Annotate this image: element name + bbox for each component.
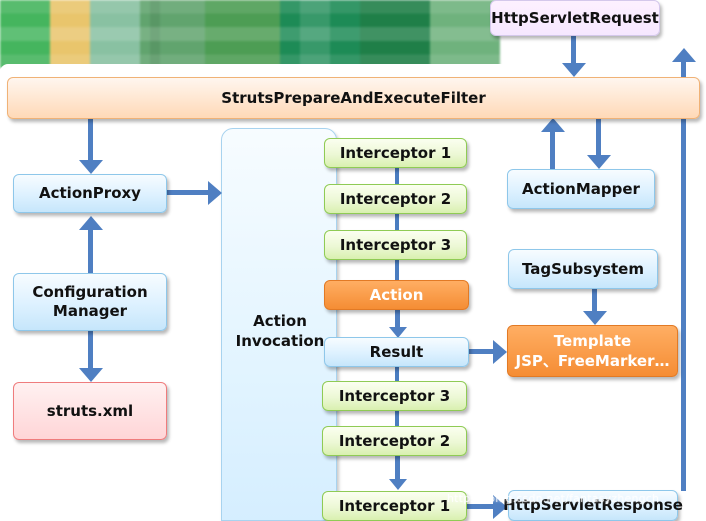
interceptor-2-top-box: Interceptor 2 <box>324 184 467 214</box>
request-to-filter-arrow <box>571 36 576 64</box>
configuration-manager-box: Configuration Manager <box>13 273 167 331</box>
interceptor-flow-lower-arrow <box>395 456 400 480</box>
interceptor-1-bottom-box: Interceptor 1 <box>322 491 467 521</box>
http-servlet-request-box: HttpServletRequest <box>490 0 660 36</box>
response-return-arrow <box>681 61 686 491</box>
action-proxy-to-invocation-arrow <box>167 190 210 195</box>
watermark-text: https://blog.csdn.net/fantasyzhengch <box>447 492 660 505</box>
configuration-to-action-proxy-arrow <box>88 229 93 273</box>
action-proxy-box: ActionProxy <box>13 174 167 213</box>
blurred-header-image <box>0 0 500 68</box>
result-box: Result <box>324 337 469 367</box>
interceptor-to-response-arrow <box>467 504 495 509</box>
tag-subsystem-box: TagSubsystem <box>508 249 658 289</box>
tagsubsystem-to-template-arrow <box>592 289 597 312</box>
struts-prepare-and-execute-filter-box: StrutsPrepareAndExecuteFilter <box>7 77 700 119</box>
configuration-to-struts-xml-arrow <box>88 331 93 369</box>
filter-to-action-proxy-arrow <box>88 119 93 161</box>
result-to-template-arrow <box>469 349 495 354</box>
template-box: Template JSP、FreeMarker… <box>507 325 678 377</box>
interceptor-1-top-box: Interceptor 1 <box>324 138 467 168</box>
action-mapper-box: ActionMapper <box>507 169 655 209</box>
filter-to-mapper-arrow <box>596 119 601 156</box>
action-to-result-arrow <box>395 310 400 328</box>
action-box: Action <box>324 280 469 310</box>
interceptor-3-top-box: Interceptor 3 <box>324 230 467 260</box>
interceptor-flow-line-bottom <box>395 367 399 460</box>
http-servlet-response-box: HttpServletResponse <box>503 490 683 521</box>
interceptor-3-bottom-box: Interceptor 3 <box>322 381 467 411</box>
mapper-to-filter-arrow <box>550 131 555 169</box>
interceptor-2-bottom-box: Interceptor 2 <box>322 426 467 456</box>
struts-xml-box: struts.xml <box>13 382 167 440</box>
action-invocation-container: Action Invocation <box>221 128 337 521</box>
interceptor-flow-line-top <box>395 168 399 280</box>
action-invocation-label: Action Invocation <box>235 312 325 351</box>
